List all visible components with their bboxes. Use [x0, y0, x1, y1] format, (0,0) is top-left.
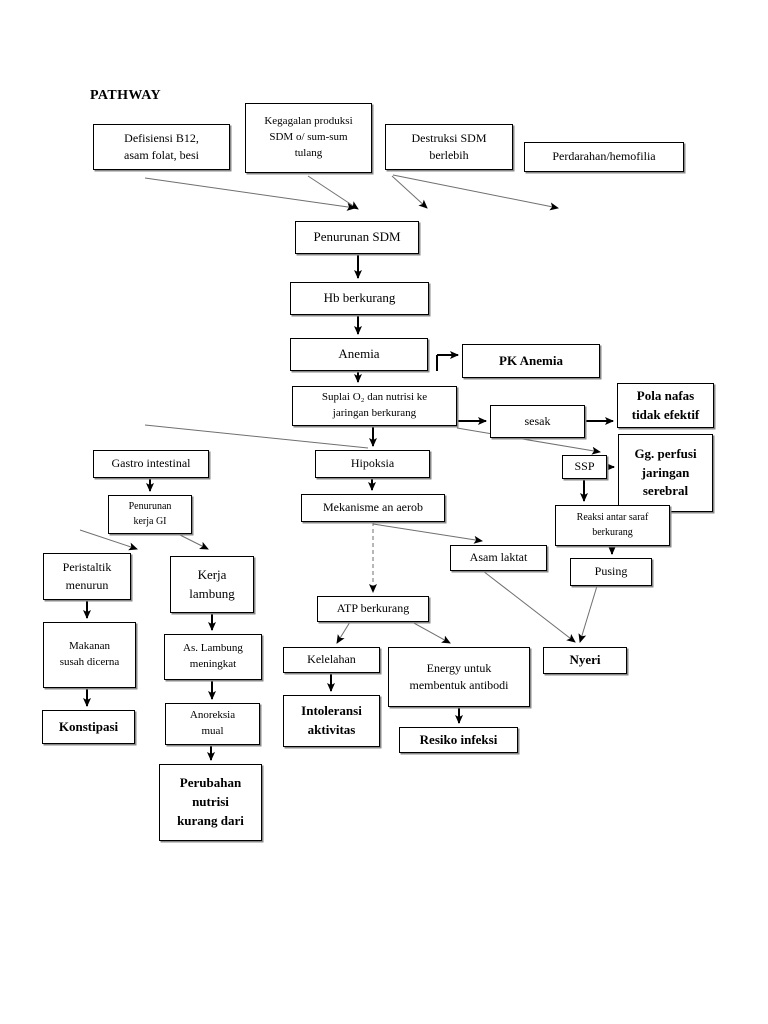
connector-perdarahan-to-right: [392, 174, 559, 211]
node-anemia: Anemia: [290, 338, 428, 371]
node-label-pk-anemia: PK Anemia: [499, 352, 563, 368]
node-defisiensi: Defisiensi B12,asam folat, besi: [93, 124, 230, 170]
connector-atp-to-energy: [411, 621, 451, 644]
node-pusing: Pusing: [570, 558, 652, 586]
node-label-kelelahan: Kelelahan: [307, 652, 356, 667]
node-atp: ATP berkurang: [317, 596, 429, 622]
node-label-atp: ATP berkurang: [336, 601, 410, 616]
node-label-anemia: Anemia: [338, 346, 380, 362]
node-pk-anemia: PK Anemia: [462, 344, 600, 378]
node-kelelahan: Kelelahan: [283, 647, 380, 673]
connector-mekanisme-to-asamlaktat: [372, 523, 483, 544]
page-title: PATHWAY: [90, 88, 161, 103]
connector-kegagalan-to-penurunan: [307, 175, 359, 210]
node-label-konstipasi: Konstipasi: [58, 718, 119, 734]
connector-destruksi-to-penurunan: [391, 175, 428, 209]
node-resiko: Resiko infeksi: [399, 727, 518, 753]
node-label-perdarahan: Perdarahan/hemofilia: [552, 149, 656, 164]
node-nyeri: Nyeri: [543, 647, 627, 674]
connector-suplai-to-gastro: [144, 424, 369, 449]
node-label-mekanisme: Mekanisme an aerob: [323, 500, 423, 515]
connector-pusing-to-nyeri: [578, 585, 598, 643]
node-label-penurunan-sdm: Penurunan SDM: [313, 229, 401, 245]
node-label-hipoksia: Hipoksia: [350, 456, 395, 471]
node-label-gastro: Gastro intestinal: [111, 456, 191, 471]
node-gastro: Gastro intestinal: [93, 450, 209, 478]
node-penurunan-sdm: Penurunan SDM: [295, 221, 419, 254]
node-mekanisme: Mekanisme an aerob: [301, 494, 445, 522]
node-label-pusing: Pusing: [594, 564, 628, 579]
connector-defisiensi-to-penurunan: [144, 177, 356, 211]
node-asam-laktat: Asam laktat: [450, 545, 547, 571]
connector-atp-to-kelelahan: [336, 621, 351, 644]
node-sesak: sesak: [490, 405, 585, 438]
node-hipoksia: Hipoksia: [315, 450, 430, 478]
connector-asamlaktat-to-nyeri: [482, 570, 576, 643]
node-label-asam-laktat: Asam laktat: [469, 550, 528, 565]
node-perdarahan: Perdarahan/hemofilia: [524, 142, 684, 172]
node-hb: Hb berkurang: [290, 282, 429, 315]
node-label-nyeri: Nyeri: [569, 652, 601, 668]
node-label-hb: Hb berkurang: [323, 290, 396, 306]
node-konstipasi: Konstipasi: [42, 710, 135, 744]
node-label-sesak: sesak: [524, 413, 551, 428]
node-label-defisiensi: Defisiensi B12,asam folat, besi: [124, 130, 199, 162]
node-label-resiko: Resiko infeksi: [419, 731, 498, 747]
node-ssp: SSP: [562, 455, 607, 479]
node-label-ssp: SSP: [574, 459, 595, 474]
